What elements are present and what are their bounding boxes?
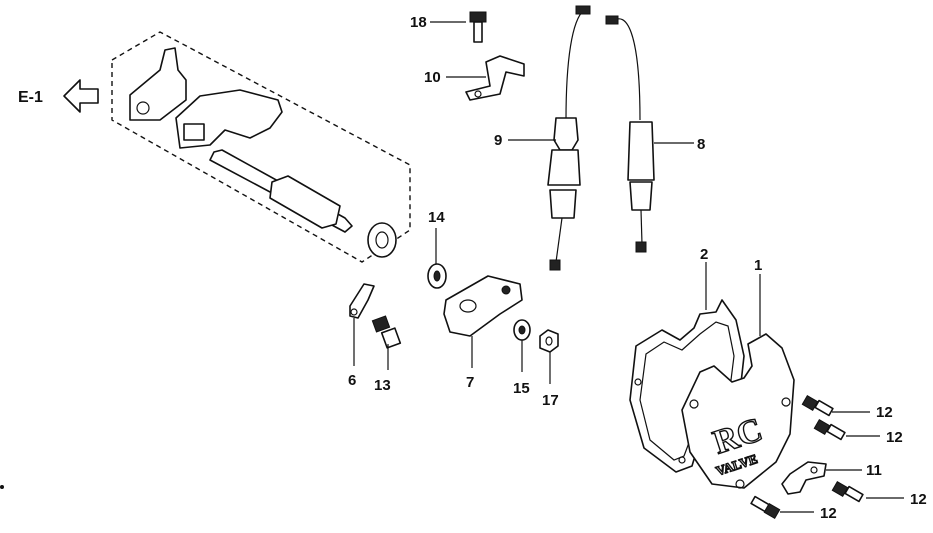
cable-8-wire: [611, 18, 641, 121]
cable-9-end-nipple: [549, 259, 561, 271]
gasket-2-group: 2: [629, 246, 745, 473]
cable-9-wire: [565, 9, 585, 121]
callout-14: 14: [428, 209, 445, 226]
bolt-18-head: [469, 11, 487, 23]
cable-9-adjuster: [553, 117, 579, 151]
shaft-seal-ring: [367, 222, 397, 258]
joint-7-group: 7: [443, 275, 523, 391]
cover-1-group: RC VALVE 1: [681, 257, 795, 489]
cable-9-inner: [555, 217, 563, 263]
cover-hole-c: [735, 479, 745, 489]
bolt-12-c: 12: [831, 480, 927, 508]
joint-7: [443, 275, 523, 337]
reference-label: E-1: [18, 89, 43, 106]
cable-9-sheath: [547, 149, 581, 186]
cable-9-top-end: [575, 5, 591, 15]
callout-15: 15: [513, 380, 530, 397]
bolt-12-group: 12 12 12 12: [750, 394, 927, 522]
joint-7-pin: [501, 285, 511, 295]
callout-9: 9: [494, 132, 502, 149]
callout-18: 18: [410, 14, 427, 31]
bolt-12-d: 12: [750, 495, 837, 522]
callout-12-d: 12: [820, 505, 837, 522]
bolt-18-shank: [473, 21, 483, 43]
reference-arrow-group: E-1: [18, 79, 99, 113]
clip-6-hole: [350, 308, 358, 316]
cable-9-boot: [549, 189, 577, 219]
callout-13: 13: [374, 377, 391, 394]
washer-14-group: 14: [427, 209, 447, 289]
bolt-12-d-head: [763, 502, 781, 520]
callout-12-c: 12: [910, 491, 927, 508]
callout-8: 8: [697, 136, 705, 153]
callout-17: 17: [542, 392, 559, 409]
cable-8-inner: [640, 209, 643, 245]
bolt-13-head: [371, 315, 391, 333]
bolt-12-b: 12: [813, 418, 903, 446]
bracket-group: 18 10: [410, 11, 525, 101]
valve-cover-1: [681, 333, 795, 489]
cable-bracket: [465, 55, 525, 101]
callout-2: 2: [700, 246, 708, 263]
cable-8-top-end: [605, 15, 619, 25]
bracket-hole: [474, 90, 482, 98]
cover-hole-b: [781, 397, 791, 407]
callout-10: 10: [424, 69, 441, 86]
lever-pivot-hole: [136, 101, 150, 115]
cover-hole-a: [689, 399, 699, 409]
gasket-2-inner-edge: [639, 321, 735, 461]
bolt-12-c-body: [844, 485, 864, 503]
washer-15-hole: [518, 325, 526, 335]
callout-12-a: 12: [876, 404, 893, 421]
clip-6-group: 6 13: [348, 283, 402, 394]
hardware-15-17-group: 15 17: [513, 319, 559, 409]
bolt-13-shank: [380, 327, 402, 349]
lever-arm-left: [129, 47, 187, 121]
cable-8-boot: [629, 181, 653, 211]
gasket-2-hole-a: [634, 378, 642, 386]
shaft-seal-inner: [375, 231, 389, 249]
left-arrow-icon: [63, 79, 99, 113]
clip-6: [349, 283, 375, 319]
cable-8-group: 8: [605, 15, 705, 253]
subassembly-dashed-outline: [111, 31, 411, 263]
cable-9-group: 9: [494, 5, 591, 271]
clamp-11: [781, 461, 827, 495]
washer-14-hole: [433, 270, 441, 282]
subassembly-group: [111, 31, 411, 263]
nut-17: [539, 329, 559, 353]
callout-7: 7: [466, 374, 474, 391]
gasket-2: [629, 299, 745, 473]
bolt-12-a: 12: [801, 394, 893, 421]
clamp-11-group: 11: [781, 461, 882, 495]
gasket-2-hole-b: [678, 456, 686, 464]
bolt-12-a-body: [814, 399, 834, 417]
lever-square-hole: [183, 123, 205, 141]
nut-17-hole: [545, 336, 553, 346]
joint-7-bore: [459, 299, 477, 313]
callout-6: 6: [348, 372, 356, 389]
clamp-11-hole: [810, 466, 818, 474]
callout-11: 11: [866, 462, 882, 479]
bolt-12-b-body: [826, 423, 846, 441]
scan-dot: [0, 485, 4, 489]
cable-8-end-nipple: [635, 241, 647, 253]
callout-12-b: 12: [886, 429, 903, 446]
callout-1: 1: [754, 257, 762, 274]
shaft-sleeve: [269, 175, 341, 229]
cable-8-sheath: [627, 121, 655, 181]
